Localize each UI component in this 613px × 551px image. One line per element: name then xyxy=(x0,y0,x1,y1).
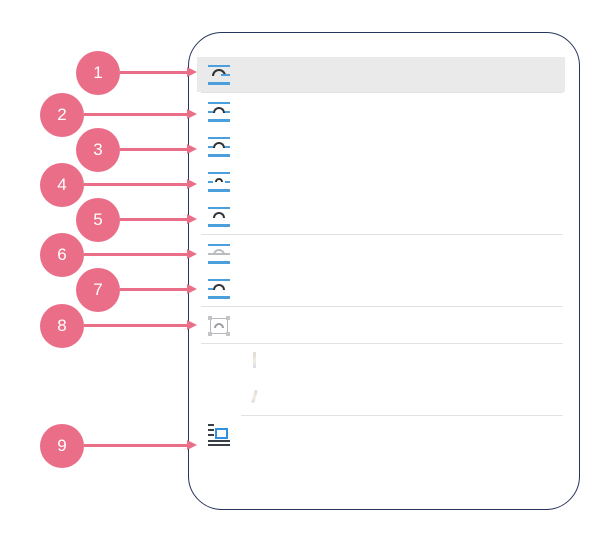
callout-leader-6 xyxy=(84,249,197,259)
callout-badge-6[interactable]: 6 xyxy=(40,233,84,277)
border-top-bottom-icon xyxy=(197,206,241,228)
callout-leader-9 xyxy=(84,440,197,450)
callout-badge-2[interactable]: 2 xyxy=(40,93,84,137)
pencil-draw-border-icon xyxy=(241,348,271,378)
borders-and-shading-icon xyxy=(197,424,241,446)
borders-menu-list xyxy=(189,33,579,509)
row-divider xyxy=(201,306,563,307)
menu-item-border-inner[interactable] xyxy=(197,164,565,199)
menu-item-object-border[interactable] xyxy=(197,308,565,343)
callout-badge-9[interactable]: 9 xyxy=(40,424,84,468)
callout-leader-5 xyxy=(120,214,197,224)
callout-leader-3 xyxy=(120,144,197,154)
menu-item-eraser-border[interactable] xyxy=(197,380,565,415)
menu-item-border-left[interactable] xyxy=(197,271,565,306)
border-left-icon xyxy=(197,278,241,300)
menu-item-border-bottom[interactable] xyxy=(197,57,565,92)
menu-item-pencil-draw-border[interactable] xyxy=(197,345,565,380)
callout-badge-3[interactable]: 3 xyxy=(76,128,120,172)
row-divider xyxy=(201,343,563,344)
callout-leader-7 xyxy=(120,284,197,294)
row-divider xyxy=(201,92,563,93)
border-none-icon xyxy=(197,243,241,265)
eraser-border-icon xyxy=(241,383,271,413)
callout-badge-7[interactable]: 7 xyxy=(76,268,120,312)
row-divider xyxy=(241,415,563,416)
row-divider xyxy=(201,234,563,235)
callout-badge-1[interactable]: 1 xyxy=(76,51,120,95)
menu-item-border-top-bottom[interactable] xyxy=(197,199,565,234)
callout-leader-8 xyxy=(84,320,197,330)
borders-menu-panel xyxy=(188,32,580,510)
border-outer-icon xyxy=(197,136,241,158)
callout-leader-1 xyxy=(120,67,197,77)
border-all-icon xyxy=(197,101,241,123)
callout-leader-2 xyxy=(84,109,197,119)
menu-item-border-outer[interactable] xyxy=(197,129,565,164)
menu-item-border-all[interactable] xyxy=(197,94,565,129)
border-inner-icon xyxy=(197,171,241,193)
callout-leader-4 xyxy=(84,179,197,189)
object-border-icon xyxy=(197,315,241,337)
border-bottom-icon xyxy=(197,64,241,86)
menu-item-borders-and-shading[interactable] xyxy=(197,417,565,452)
callout-badge-8[interactable]: 8 xyxy=(40,304,84,348)
callout-badge-5[interactable]: 5 xyxy=(76,198,120,242)
menu-item-border-none[interactable] xyxy=(197,236,565,271)
callout-badge-4[interactable]: 4 xyxy=(40,163,84,207)
